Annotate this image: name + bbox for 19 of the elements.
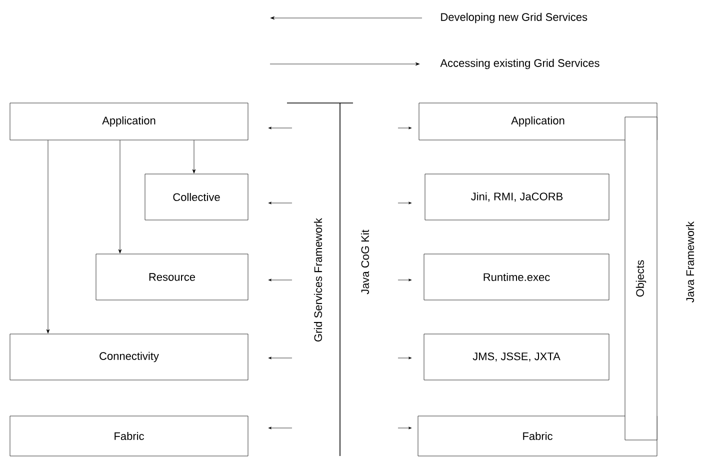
layer-box: Collective (144, 174, 248, 220)
layer-box: Fabric (418, 416, 658, 456)
arrow (118, 140, 122, 254)
arrow (46, 140, 50, 334)
layer-box: Resource (96, 254, 248, 300)
layer-box: Application (418, 102, 658, 140)
legend-text: Accessing existing Grid Services (440, 58, 600, 70)
arrow (192, 140, 196, 174)
axis-label: Java Framework (686, 221, 694, 302)
layer-box: JMS, JSSE, JXTA (424, 334, 610, 380)
axis-label: Java CoG Kit (360, 230, 370, 294)
axis-label: Grid Services Framework (314, 218, 322, 342)
layer-box: Runtime.exec (424, 254, 610, 300)
legend-text: Developing new Grid Services (441, 12, 588, 24)
layer-box: Fabric (10, 416, 248, 456)
layer-box: Objects (624, 116, 658, 440)
layer-box: Connectivity (10, 334, 248, 380)
layer-box: Application (10, 102, 248, 140)
layer-box: Jini, RMI, JaCORB (424, 174, 610, 220)
